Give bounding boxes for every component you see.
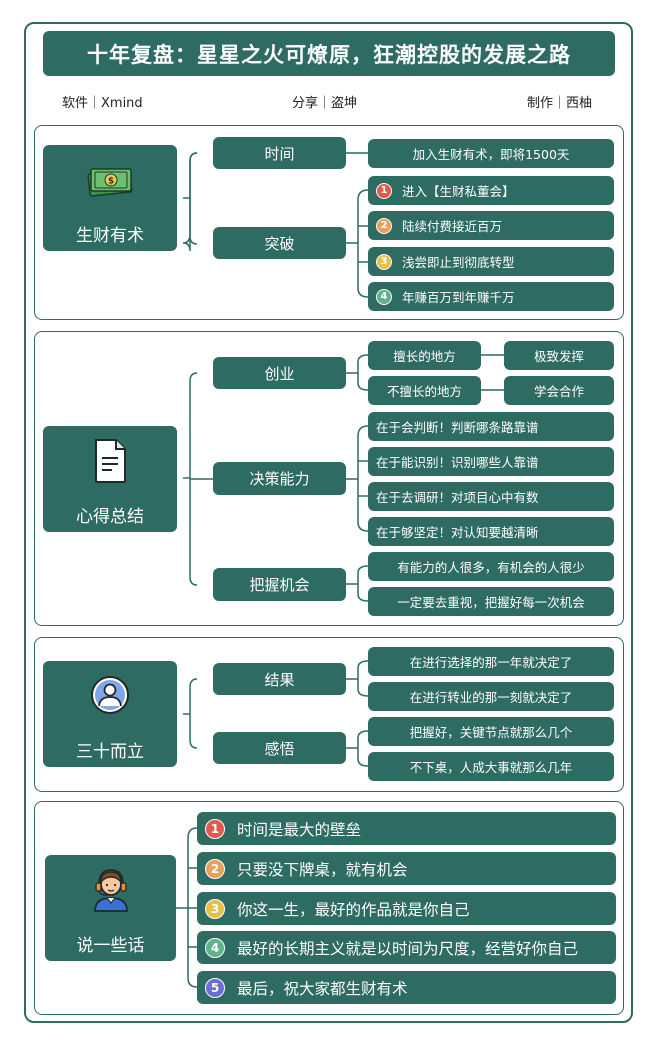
list-item: 5 最后，祝大家都生财有术 [197,971,616,1004]
leaf-time: 加入生财有术，即将1500天 [368,139,614,168]
list-item: 在进行转业的那一刻就决定了 [368,682,614,711]
leaf-not-good-at: 不擅长的地方 [368,376,481,405]
support-person-icon [45,865,176,913]
card-title: 生财有术 [76,226,144,246]
item-text: 年赚百万到年赚千万 [402,290,515,305]
list-item: 在于够坚定！对认知要越清晰 [368,517,614,546]
item-text: 你这一生，最好的作品就是你自己 [237,900,470,919]
number-badge: 2 [376,217,392,234]
card-xinde: 心得总结 [43,426,177,532]
number-badge: 1 [376,182,392,199]
software-label: 软件｜Xmind [62,96,143,111]
list-item: 把握好，关键节点就那么几个 [368,717,614,746]
section-4 [34,801,624,1015]
list-item: 4 最好的长期主义就是以时间为尺度，经营好你自己 [197,931,616,964]
node-startup: 创业 [213,357,346,389]
node-insight: 感悟 [213,732,346,764]
item-text: 最后，祝大家都生财有术 [237,979,408,998]
list-item: 在于去调研！对项目心中有数 [368,482,614,511]
section-3 [34,637,624,792]
number-badge: 5 [205,977,225,998]
card-title: 心得总结 [76,507,144,527]
section-1 [34,125,624,320]
list-item: 3 你这一生，最好的作品就是你自己 [197,892,616,925]
item-text: 陆续付费接近百万 [402,219,503,234]
number-badge: 2 [205,858,225,879]
leaf-good-result: 极致发挥 [504,341,614,370]
node-result: 结果 [213,663,346,695]
svg-text:$: $ [108,177,114,187]
list-item: 不下桌，人成大事就那么几年 [368,752,614,781]
outer-frame [24,22,633,1023]
list-item: 在于会判断！判断哪条路靠谱 [368,412,614,441]
item-text: 只要没下牌桌，就有机会 [237,860,408,879]
item-text: 最好的长期主义就是以时间为尺度，经营好你自己 [237,939,579,958]
leaf-bad-result: 学会合作 [504,376,614,405]
number-badge: 1 [205,818,225,839]
share-label: 分享｜盗坤 [292,96,358,111]
list-item: 2 陆续付费接近百万 [368,211,614,240]
node-grasp: 把握机会 [213,568,346,601]
number-badge: 3 [376,253,392,270]
card-title: 说一些话 [76,936,145,956]
money-icon: $ [43,165,177,197]
item-text: 进入【生财私董会】 [402,184,515,199]
list-item: 4 年赚百万到年赚千万 [368,282,614,311]
list-item: 在于能识别！识别哪些人靠谱 [368,447,614,476]
author-label: 制作｜西柚 [527,96,593,111]
list-item: 在进行选择的那一年就决定了 [368,647,614,676]
list-item: 3 浅尝即止到彻底转型 [368,247,614,276]
section-2 [34,331,624,626]
user-icon [43,675,177,715]
card-sanshi: 三十而立 [43,661,177,767]
item-text: 时间是最大的壁垒 [237,820,362,839]
list-item: 一定要去重视，把握好每一次机会 [368,587,614,616]
list-item: 2 只要没下牌桌，就有机会 [197,852,616,885]
item-text: 浅尝即止到彻底转型 [402,255,515,270]
number-badge: 3 [205,898,225,919]
node-breakthrough: 突破 [213,227,346,259]
number-badge: 4 [376,288,392,305]
card-title: 三十而立 [76,742,144,762]
node-time: 时间 [213,137,346,169]
page-title: 十年复盘：星星之火可燎原，狂潮控股的发展之路 [43,31,615,76]
list-item: 1 进入【生财私董会】 [368,176,614,205]
number-badge: 4 [205,937,225,958]
node-decision: 决策能力 [213,462,346,495]
document-icon [43,438,177,484]
leaf-good-at: 擅长的地方 [368,341,481,370]
card-shuohua: 说一些话 [45,855,176,961]
list-item: 1 时间是最大的壁垒 [197,812,616,845]
list-item: 有能力的人很多，有机会的人很少 [368,552,614,581]
card-shengcai: $ 生财有术 [43,145,177,251]
